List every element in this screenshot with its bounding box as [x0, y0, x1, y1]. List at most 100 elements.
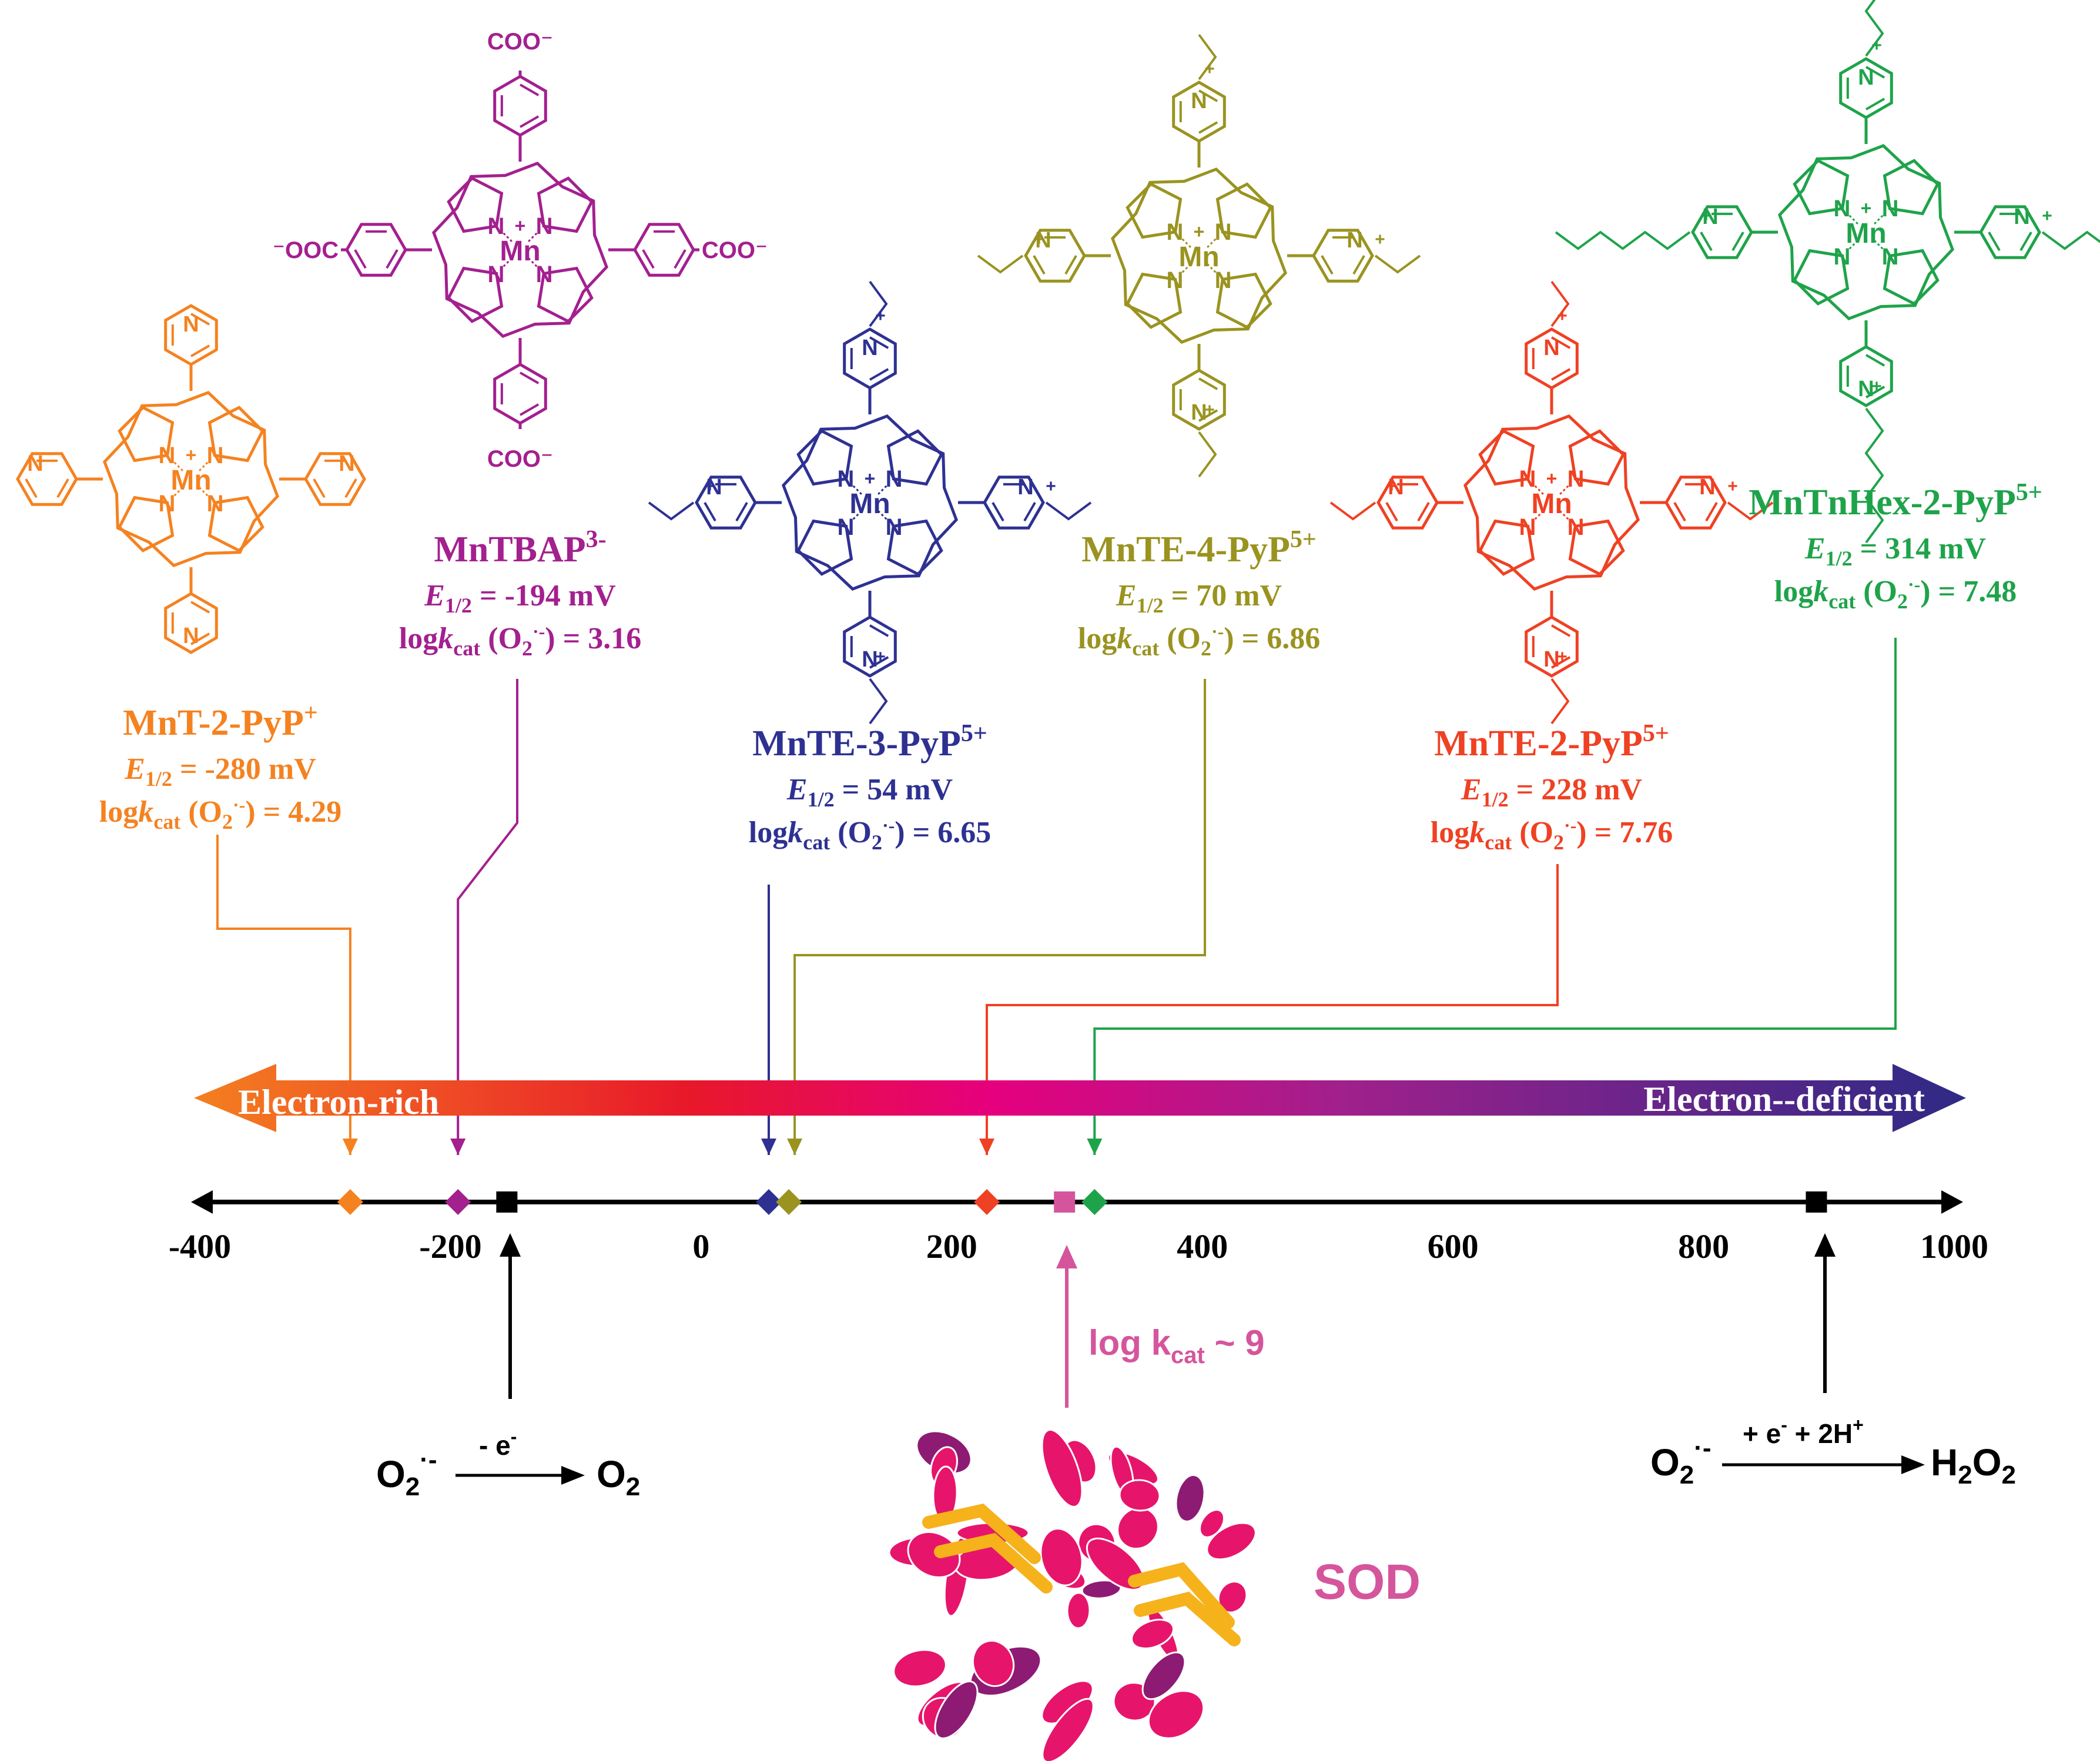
coordination-bond [1874, 240, 1884, 250]
aryl-ring [1664, 476, 1727, 530]
ring-double-bond [1064, 255, 1077, 275]
pyrrole-nitrogen: N [886, 514, 903, 540]
aryl-ring [1839, 345, 1893, 407]
metal-charge: + [1861, 197, 1872, 219]
ring-double-bond [1198, 89, 1218, 102]
ring-double-bond [1551, 336, 1571, 349]
metal-charge: + [865, 468, 876, 489]
mntbap-connector [457, 679, 518, 1155]
alkyl-chain [869, 678, 888, 725]
aryl-ring [983, 476, 1045, 530]
ring-double-bond [190, 601, 210, 614]
pyridyl-nitrogen: N [339, 451, 354, 476]
pyrrole-nitrogen: N [1167, 267, 1184, 293]
mntnhex2pyp-marker-top [1081, 1189, 1108, 1215]
pyridinium-charge: + [1727, 477, 1738, 496]
aryl-ring [633, 223, 695, 277]
ring-double-bond [869, 368, 889, 381]
pyridinium-charge: + [705, 477, 715, 496]
helix-segment [893, 1649, 947, 1688]
beta-sheet [934, 1533, 1053, 1593]
alkyl-chain [1555, 230, 1691, 250]
compound-name: MnTnHex-2-PyP5+ [1749, 479, 2042, 523]
gradient-bar-shape [194, 1064, 1966, 1132]
ring-double-bond [386, 249, 398, 269]
aryl-ring [16, 452, 78, 506]
pyrrole-ring [796, 429, 853, 486]
ring-double-bond [520, 83, 540, 96]
half-wave-potential: E1/2 = 54 mV [786, 773, 953, 811]
sod-label: SOD [1314, 1554, 1421, 1609]
alkyl-chain [1864, 407, 1884, 544]
coordination-bond [852, 510, 862, 521]
sod-protein-image [888, 1429, 1257, 1761]
ring-double-bond [1865, 386, 1885, 399]
ring-double-bond [1023, 502, 1036, 522]
axis-tick-label: -400 [169, 1227, 231, 1265]
pyridinium-charge: + [1701, 206, 1712, 226]
pyrrole-ring [1568, 429, 1625, 486]
oxidation-reactant: O2·- [376, 1445, 437, 1501]
ring-double-bond [56, 478, 69, 498]
ring-double-bond [354, 249, 367, 269]
pyrrole-nitrogen: N [536, 213, 553, 239]
porphyrin-macrocycle [782, 414, 958, 591]
pyrrole-ring [1793, 159, 1850, 216]
reduction-reactant: O2·- [1650, 1434, 1712, 1489]
oxidation-product: O2 [597, 1453, 640, 1501]
metal-center: Mn [1846, 218, 1886, 249]
electron-rich-label: Electron-rich [238, 1083, 439, 1121]
pyridinium-charge: + [1204, 59, 1215, 79]
coordination-bond [1559, 484, 1570, 495]
catalytic-rate-constant: logkcat (O2·-) = 6.86 [1078, 621, 1320, 660]
helix-segment [1198, 1509, 1225, 1538]
pyrrole-nitrogen: N [1834, 196, 1851, 222]
ring-double-bond [1731, 231, 1744, 252]
pyrrole-nitrogen: N [1882, 244, 1899, 270]
ring-double-bond [190, 344, 210, 357]
aryl-ring [1376, 476, 1439, 530]
pyridyl-nitrogen: N [2014, 205, 2029, 229]
helix-segment [1081, 1579, 1122, 1599]
pyrrole-ring [1478, 429, 1535, 486]
metal-center: Mn [170, 465, 211, 496]
pyridyl-nitrogen: N [183, 624, 199, 648]
pyrrole-ring [886, 519, 943, 576]
mnte4pyp-arrowhead [787, 1139, 803, 1155]
aryl-ring [304, 452, 366, 506]
pyridyl-nitrogen: N [1191, 89, 1207, 113]
coordination-bond [1848, 214, 1858, 225]
pyridyl-nitrogen: N [27, 451, 43, 476]
pyrrole-ring [207, 406, 264, 463]
axis-left-arrowhead [191, 1190, 213, 1214]
metal-center: Mn [500, 236, 540, 267]
pyridyl-nitrogen: N [1858, 377, 1874, 401]
alkyl-chain [1374, 255, 1421, 274]
sod-up-arrowhead [1056, 1245, 1077, 1268]
pyridyl-nitrogen: N [706, 475, 722, 500]
aryl-ring [1839, 57, 1893, 119]
alkyl-chain [977, 255, 1024, 274]
ring-double-bond [313, 478, 326, 498]
ring-double-bond [869, 624, 889, 637]
sod-logk-label: log kcat ~ 9 [1088, 1323, 1265, 1368]
metal-center: Mn [849, 488, 890, 520]
aryl-ring [1312, 229, 1374, 283]
metal-center: Mn [1178, 242, 1219, 273]
axis-tick-label: 800 [1678, 1227, 1729, 1265]
ring-double-bond [344, 478, 357, 498]
ring-double-bond [674, 249, 686, 269]
ring-double-bond [869, 656, 889, 669]
alkyl-chain [648, 501, 695, 521]
reduction-reaction: O2·- + e- + 2H+ H2O2 [1650, 1233, 2016, 1489]
helix-segment [1131, 1619, 1174, 1649]
aryl-ring [1172, 81, 1226, 143]
pyridinium-charge: + [1204, 400, 1215, 420]
ring-double-bond [1705, 502, 1718, 522]
